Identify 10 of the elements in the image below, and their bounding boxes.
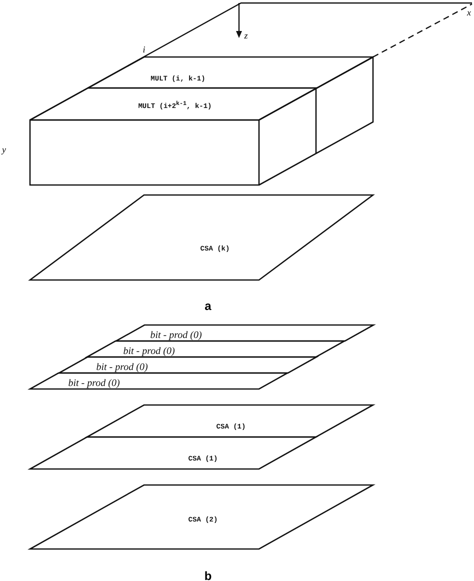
panel-label: a <box>204 300 212 312</box>
axis-label: z <box>244 32 248 40</box>
axis-label: x <box>467 8 471 18</box>
strip-label: bit - prod (0) <box>123 347 175 357</box>
panel-label: b <box>204 570 212 581</box>
strip-label: bit - prod (0) <box>150 331 202 341</box>
axis-label: y <box>2 146 6 154</box>
strip-label: bit - prod (0) <box>68 379 120 389</box>
strip-label: bit - prod (0) <box>96 363 148 373</box>
axis-label: i <box>142 46 146 54</box>
